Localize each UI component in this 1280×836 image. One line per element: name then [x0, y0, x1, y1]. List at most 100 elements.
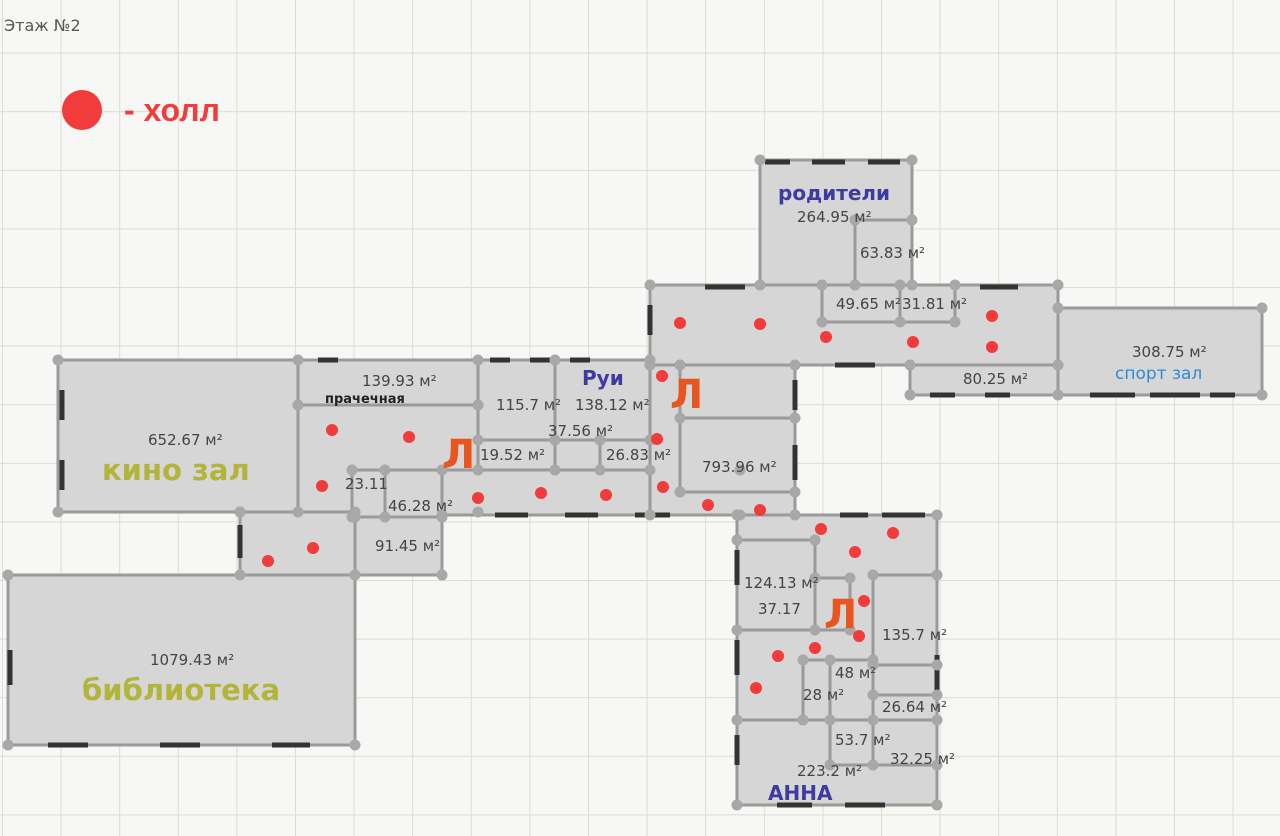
wall-node	[1256, 302, 1268, 314]
lift-marker[interactable]: Л	[824, 592, 857, 638]
hall-marker	[809, 642, 821, 654]
hall-marker	[907, 336, 919, 348]
wall-node	[816, 316, 828, 328]
wall-node	[52, 354, 64, 366]
lift-marker[interactable]: Л	[670, 372, 703, 418]
room-area: 80.25 м²	[963, 370, 1028, 388]
room-area: 37.17	[758, 600, 801, 618]
wall-node	[472, 399, 484, 411]
room-name-sport[interactable]: спорт зал	[1115, 364, 1202, 384]
wall-node	[824, 714, 836, 726]
room-area: 135.7 м²	[882, 626, 947, 644]
wall-node	[867, 714, 879, 726]
room	[598, 438, 652, 472]
room-area-sport: 308.75 м²	[1132, 343, 1207, 361]
wall-node	[731, 799, 743, 811]
room-area: 23.11	[345, 475, 388, 493]
wall-node	[949, 316, 961, 328]
wall-node	[644, 359, 656, 371]
room	[820, 283, 902, 324]
hall-marker	[472, 492, 484, 504]
room-name-kino[interactable]: кино зал	[102, 453, 250, 487]
wall-node	[789, 359, 801, 371]
wall-node	[731, 714, 743, 726]
hall-marker	[307, 542, 319, 554]
hall-marker	[754, 504, 766, 516]
rooms-layer	[6, 158, 1264, 807]
wall-node	[867, 569, 879, 581]
wall-node	[436, 464, 448, 476]
lift-marker[interactable]: Л	[442, 432, 475, 478]
hall-marker	[853, 630, 865, 642]
room-area-parents: 264.95 м²	[797, 208, 872, 226]
room	[813, 576, 852, 632]
hall-marker	[403, 431, 415, 443]
room	[871, 718, 939, 767]
wall-node	[809, 572, 821, 584]
wall-node	[549, 464, 561, 476]
hall-marker	[986, 341, 998, 353]
hall-marker	[316, 480, 328, 492]
room-area: 53.7 м²	[835, 731, 891, 749]
floor-title: Этаж №2	[4, 16, 81, 35]
wall-node	[234, 506, 246, 518]
room-area: 793.96 м²	[702, 458, 777, 476]
hall-marker	[849, 546, 861, 558]
wall-node	[731, 624, 743, 636]
room-area-laundry: 139.93 м²	[362, 372, 437, 390]
wall-node	[644, 464, 656, 476]
wall-node	[789, 412, 801, 424]
legend-label: - холл	[124, 91, 220, 128]
wall-node	[472, 506, 484, 518]
hall-marker	[815, 523, 827, 535]
wall-node	[379, 464, 391, 476]
room-name-anna[interactable]: АННА	[768, 781, 833, 805]
wall-node	[867, 759, 879, 771]
wall-node	[731, 534, 743, 546]
wall-node	[549, 434, 561, 446]
room-area: 115.7 м²	[496, 396, 561, 414]
wall-node	[809, 534, 821, 546]
wall-node	[867, 689, 879, 701]
hall-marker	[754, 318, 766, 330]
hall-marker	[262, 555, 274, 567]
room	[56, 358, 300, 514]
room-area: 26.64 м²	[882, 698, 947, 716]
room-name-rui[interactable]: Руи	[582, 366, 624, 390]
room-area-library: 1079.43 м²	[150, 651, 234, 669]
wall-node	[292, 506, 304, 518]
wall-node	[2, 569, 14, 581]
wall-node	[346, 464, 358, 476]
room	[898, 283, 957, 324]
room-name-library[interactable]: библиотека	[82, 673, 280, 707]
room	[353, 515, 444, 577]
wall-node	[904, 359, 916, 371]
wall-node	[824, 759, 836, 771]
room-area: 37.56 м²	[548, 422, 613, 440]
room-area: 19.52 м²	[480, 446, 545, 464]
wall-node	[754, 154, 766, 166]
wall-node	[594, 434, 606, 446]
wall-node	[674, 359, 686, 371]
wall-node	[436, 569, 448, 581]
wall-node	[1256, 389, 1268, 401]
room-name-laundry[interactable]: прачечная	[325, 392, 405, 407]
hall-marker	[986, 310, 998, 322]
hall-markers-layer	[262, 310, 998, 694]
room-name-parents[interactable]: родители	[778, 181, 890, 205]
wall-nodes-layer	[2, 154, 1268, 811]
room	[678, 416, 797, 494]
wall-node	[904, 389, 916, 401]
wall-node	[674, 486, 686, 498]
wall-node	[906, 214, 918, 226]
room-area-rui: 138.12 м²	[575, 396, 650, 414]
wall-node	[931, 659, 943, 671]
room-area: 63.83 м²	[860, 244, 925, 262]
wall-node	[754, 279, 766, 291]
room	[6, 573, 357, 747]
wall-node	[844, 624, 856, 636]
wall-node	[594, 464, 606, 476]
wall-node	[789, 486, 801, 498]
room-area: 46.28 м²	[388, 497, 453, 515]
